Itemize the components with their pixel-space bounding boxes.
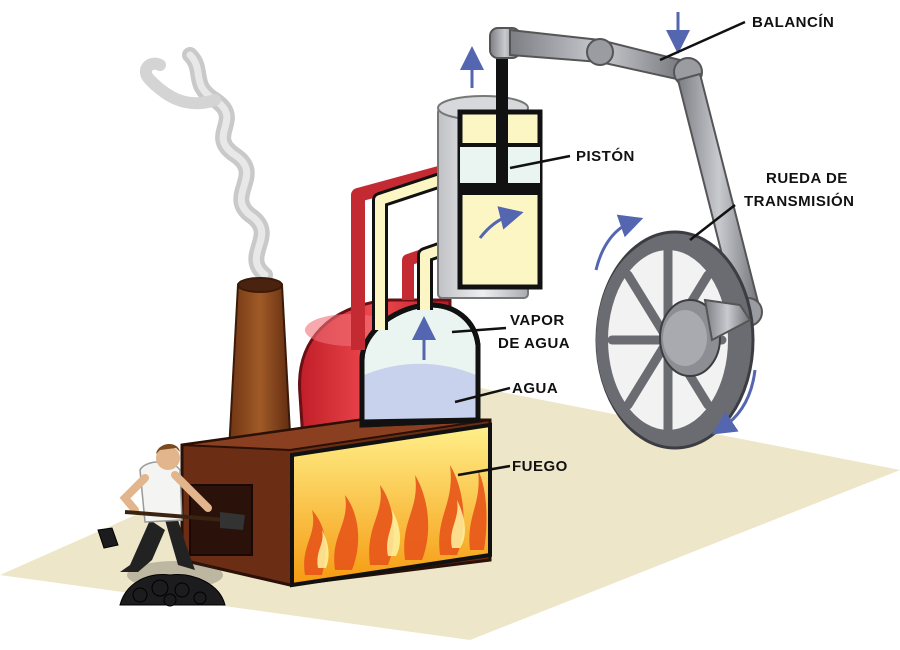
label-vapor-line1: VAPOR xyxy=(510,312,565,329)
piston-cylinder xyxy=(437,45,543,299)
boiler-chamber xyxy=(359,302,481,428)
rotation-arrow-icon xyxy=(594,214,757,435)
label-piston: PISTÓN xyxy=(576,147,635,165)
smoke-icon xyxy=(139,47,273,283)
label-agua: AGUA xyxy=(512,380,558,397)
flow-arrow-icon xyxy=(412,12,690,360)
piston-rod xyxy=(496,45,508,185)
leader-lines xyxy=(451,20,746,477)
label-rueda-line2: TRANSMISIÓN xyxy=(744,192,855,210)
coal-pile xyxy=(97,527,226,607)
label-rueda-line1: RUEDA DE xyxy=(766,170,848,187)
piston-head xyxy=(460,183,540,195)
label-vapor-line2: DE AGUA xyxy=(498,335,570,352)
label-fuego: FUEGO xyxy=(512,458,568,475)
steam-pipes xyxy=(351,163,471,350)
label-balancin: BALANCÍN xyxy=(752,14,834,31)
fire-chamber xyxy=(290,422,492,588)
drive-wheel xyxy=(595,230,755,450)
